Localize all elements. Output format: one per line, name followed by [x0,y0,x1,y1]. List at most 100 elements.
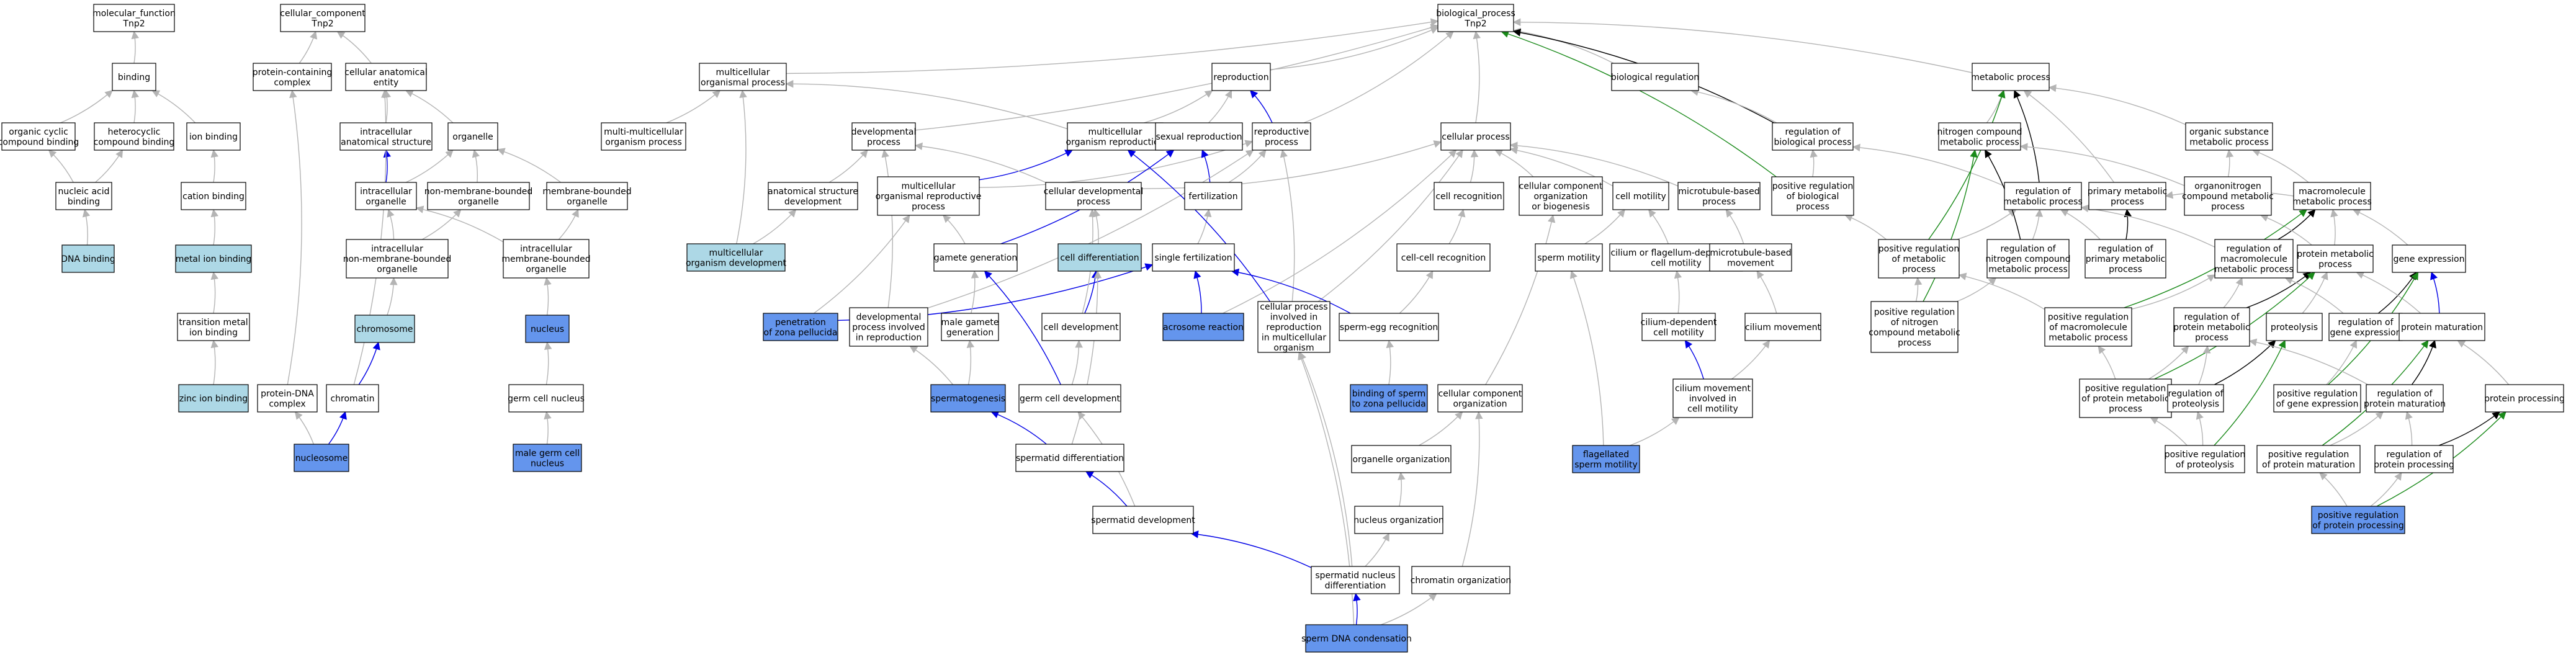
go-term-node[interactable]: cell recognition [1434,182,1504,210]
go-term-node[interactable]: ion binding [186,122,241,151]
go-term-node[interactable]: germ cell nucleus [508,384,585,413]
go-term-node[interactable]: cell development [1041,313,1121,341]
go-term-node[interactable]: intracellularnon-membrane-boundedorganel… [343,239,452,279]
go-term-node[interactable]: chromatin [326,384,379,413]
go-term-node[interactable]: acrosome reaction [1162,313,1244,341]
go-term-node[interactable]: single fertilization [1152,243,1235,272]
go-term-node[interactable]: nucleus organization [1353,506,1444,534]
go-term-node[interactable]: fertilization [1184,182,1242,210]
go-term-node[interactable]: sperm motility [1535,243,1603,272]
go-term-node[interactable]: sperm DNA condensation [1301,624,1412,653]
go-term-node[interactable]: chromosome [354,315,415,343]
go-term-node[interactable]: organelle organization [1351,445,1452,473]
go-term-node[interactable]: metal ion binding [175,244,252,273]
go-term-node[interactable]: nucleosome [294,444,349,472]
go-term-node[interactable]: cell differentiation [1057,243,1142,272]
go-term-node[interactable]: gene expression [2392,244,2466,273]
go-term-node[interactable]: binding [112,63,156,91]
go-term-node[interactable]: germ cell development [1018,384,1121,413]
go-term-node[interactable]: zinc ion binding [178,384,249,413]
go-term-node[interactable]: nucleus [525,315,570,343]
go-term-node[interactable]: spermatid development [1091,506,1195,534]
go-term-node[interactable]: gamete generation [933,243,1018,272]
go-term-node[interactable]: cell motility [1612,182,1669,210]
go-term-node[interactable]: protein processing [2484,384,2565,413]
go-term-node[interactable]: cell-cell recognition [1396,243,1491,272]
go-term-node[interactable]: reproduction [1211,63,1271,91]
go-term-node[interactable]: proteolysis [2266,313,2323,341]
go-term-node[interactable]: sexual reproduction [1155,122,1243,151]
go-term-node[interactable]: cation binding [181,182,246,210]
go-term-node[interactable]: sperm-egg recognition [1339,313,1439,341]
go-term-node[interactable]: organelle [447,122,498,151]
go-term-node[interactable]: biological regulation [1611,63,1699,91]
go-term-node[interactable]: cellular process [1440,122,1511,151]
go-term-node[interactable]: spermatogenesis [930,384,1006,413]
go-term-node[interactable]: chromatin organization [1411,566,1512,594]
go-term-node[interactable]: cilium movement [1744,313,1821,341]
go-term-node[interactable]: spermatid differentiation [1015,444,1124,472]
go-term-node[interactable]: DNA binding [61,244,115,273]
